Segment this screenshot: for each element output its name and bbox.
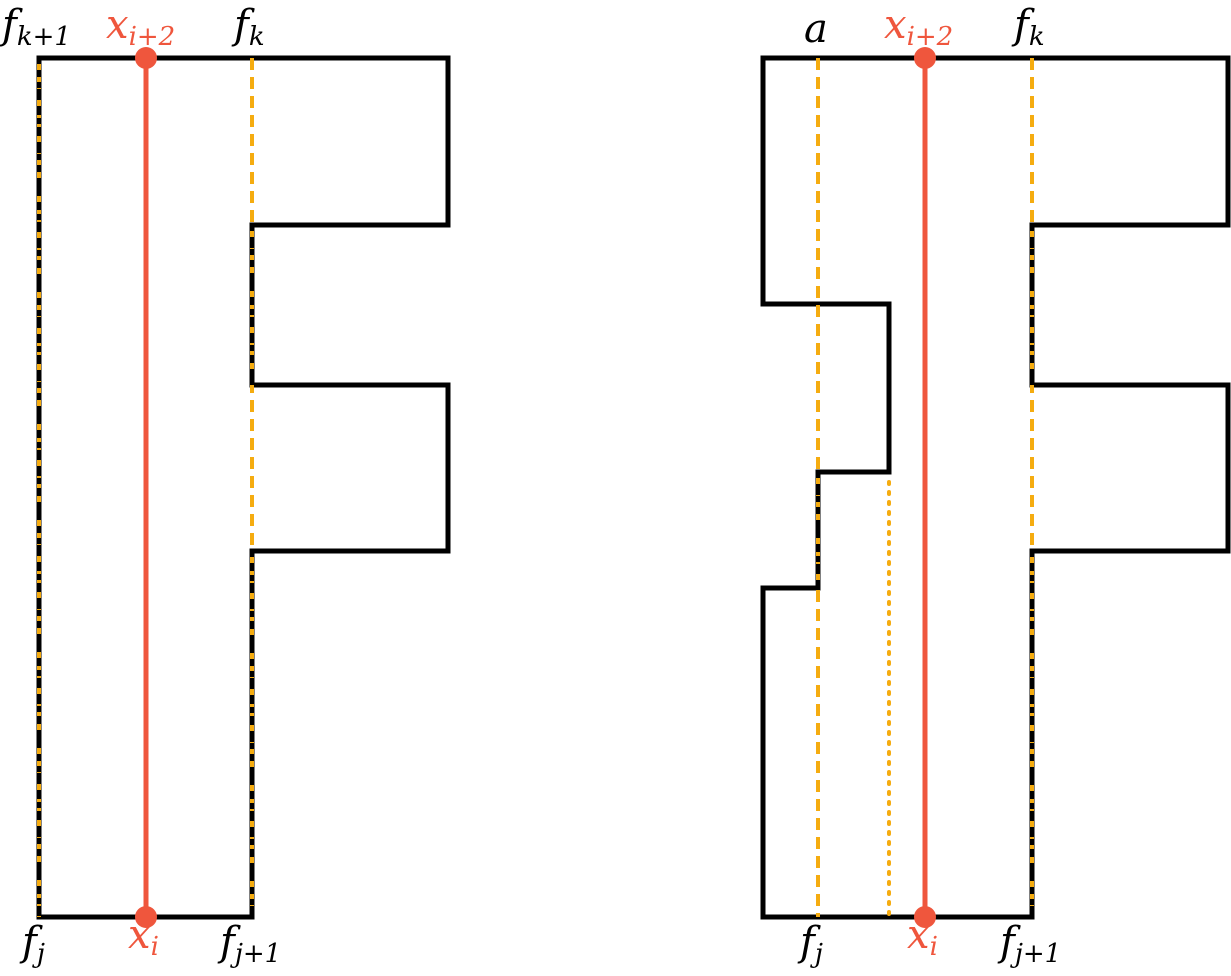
left-label-fk1: fk+1 — [0, 2, 71, 52]
left-path-top-point — [135, 47, 157, 69]
right-path-top-point — [914, 47, 936, 69]
right-label-fj1: fj+1 — [997, 919, 1061, 969]
left-label-fj1: fj+1 — [217, 919, 281, 969]
right-label-fj: fj — [797, 919, 823, 969]
left-label-xi: xi — [128, 912, 159, 962]
left-label-fj: fj — [19, 919, 45, 969]
right-polygon-outline — [760, 55, 1231, 920]
left-panel: fk+1 xi+2 fk fj xi fj+1 — [0, 2, 451, 969]
right-label-fk: fk — [1011, 2, 1045, 52]
right-path-bottom-point — [914, 906, 936, 928]
right-label-xi2: xi+2 — [884, 2, 953, 52]
left-label-fk: fk — [231, 2, 265, 52]
left-label-xi2: xi+2 — [106, 2, 175, 52]
right-label-xi: xi — [907, 912, 938, 962]
right-panel: a xi+2 fk fj xi fj+1 — [760, 2, 1231, 969]
left-path-bottom-point — [135, 906, 157, 928]
right-label-a: a — [804, 6, 828, 52]
left-polygon-outline — [36, 55, 451, 920]
